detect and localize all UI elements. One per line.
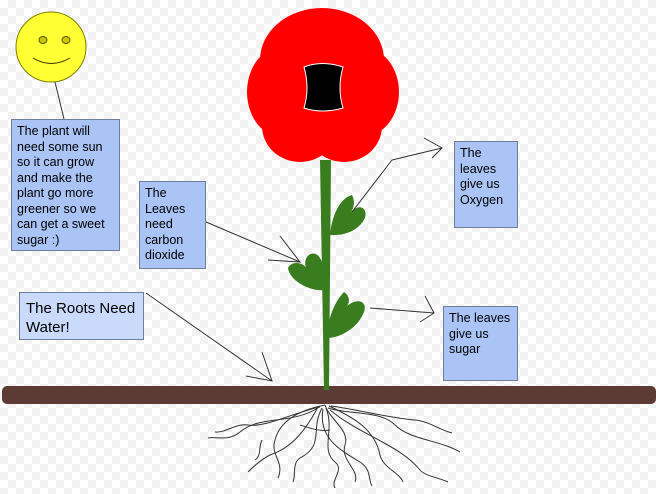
arrow-oxygen: [351, 137, 443, 213]
leaf-upper-right: [330, 195, 366, 236]
root-scribble-icon: [207, 404, 461, 489]
sun-label: The plant will need some sun so it can g…: [11, 119, 120, 251]
sugar-label: The leaves give us sugar: [443, 306, 518, 381]
soil-ground: [2, 386, 656, 404]
leaf-left: [288, 253, 326, 291]
sun-smiley-icon: [15, 11, 87, 83]
arrow-sugar: [369, 295, 435, 323]
flower-center: [303, 63, 344, 112]
carbon-dioxide-label: The Leaves need carbon dioxide: [139, 181, 206, 269]
leaf-lower-right: [327, 292, 365, 338]
roots-water-label: The Roots Need Water!: [19, 292, 144, 340]
sun-connector-line: [54, 81, 65, 120]
arrow-carbon-dioxide: [205, 221, 302, 263]
oxygen-label: The leaves give us Oxygen: [454, 141, 518, 228]
arrow-roots-water: [145, 292, 273, 382]
